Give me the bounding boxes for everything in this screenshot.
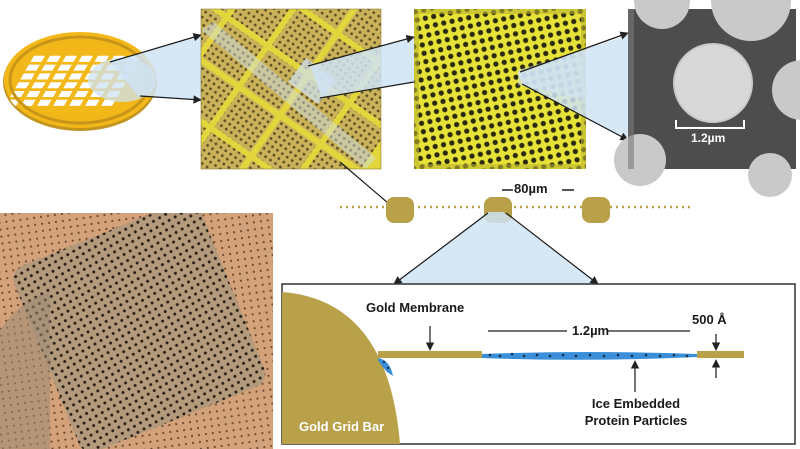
- thickness-label: 500 Å: [692, 312, 727, 327]
- hole-width-label: 1.2µm: [572, 323, 610, 338]
- sem-micrograph: [614, 0, 800, 197]
- zoom-projection-2: [310, 37, 414, 98]
- ice-label-line2: Protein Particles: [584, 413, 688, 428]
- grid-square-photo: [0, 213, 273, 449]
- grid-disc-illustration: [3, 32, 157, 131]
- sem-scale-label: 1.2µm: [691, 131, 726, 145]
- zoom-projection-3: [518, 35, 628, 140]
- spacing-label: 80µm: [514, 181, 548, 196]
- zoom-projection-4: [394, 212, 598, 284]
- zoom-projection-1: [110, 35, 201, 100]
- from-zoom1-to-bar-arrow: [339, 161, 396, 210]
- grid-bar-label: Gold Grid Bar: [299, 419, 385, 434]
- membrane-label: Gold Membrane: [366, 300, 465, 315]
- grid-bar-row: [340, 189, 690, 223]
- ice-label-line1: Ice Embedded: [591, 396, 681, 411]
- cross-section-diagram: [281, 283, 796, 445]
